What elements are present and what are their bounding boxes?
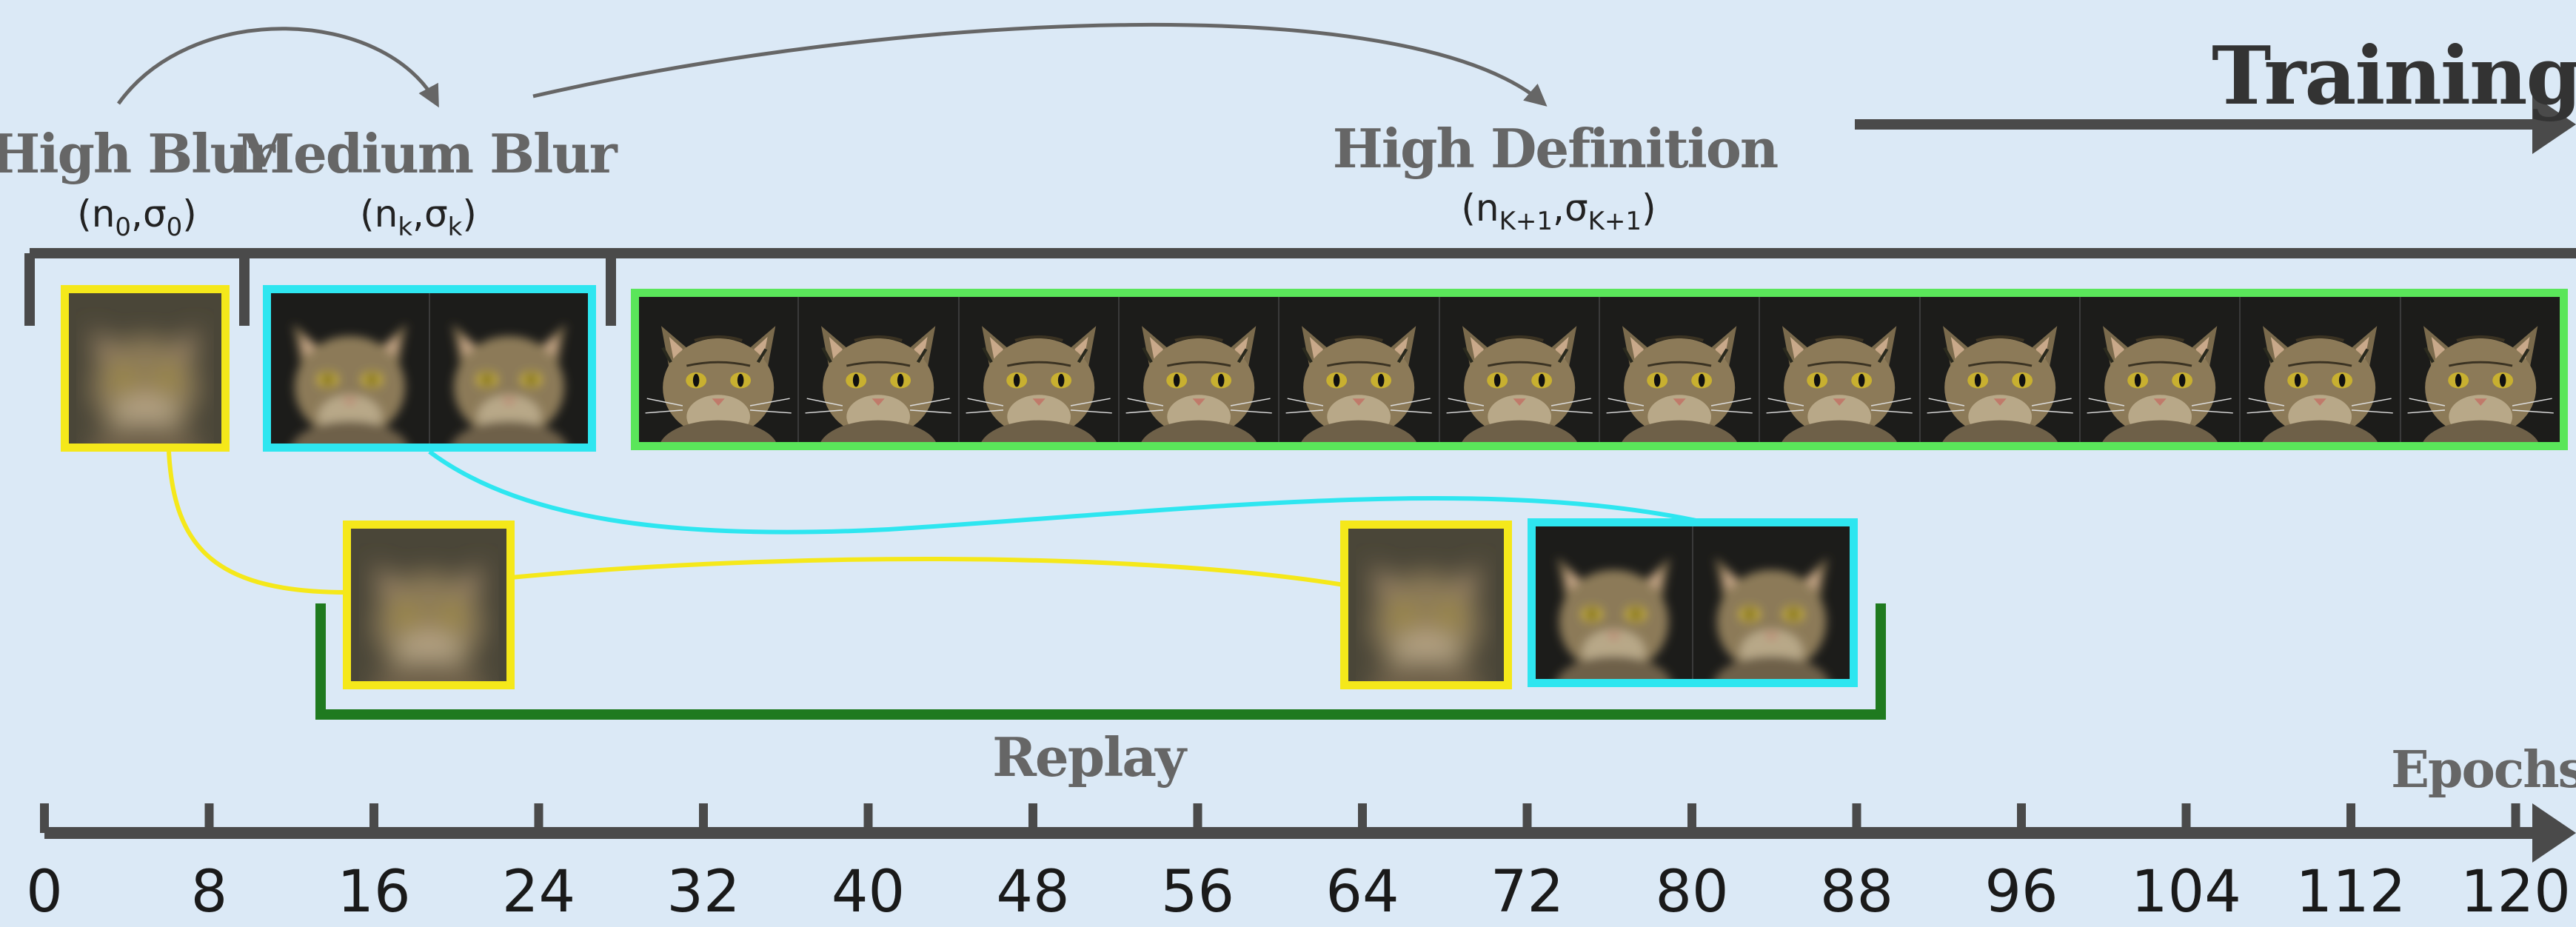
axis-tick-label: 72 [1490,859,1565,926]
replay-bracket [315,603,1886,720]
connector-high-blur-2 [510,557,1345,587]
cat-image [430,293,588,444]
cat-image [1920,297,2081,442]
axis-tick-label: 32 [666,859,740,926]
stage-label-high-blur: High Blur [0,122,275,185]
axis-tick-label: 80 [1655,859,1729,926]
cat-image [271,293,430,444]
axis-tick-label: 56 [1160,859,1235,926]
axis-tick-label: 104 [2131,859,2241,926]
axis-tick-label: 96 [1984,859,2058,926]
arrow-high-to-medium [116,27,439,108]
cat-image [2401,297,2560,442]
cat-image [1279,297,1440,442]
cat-image [2080,297,2241,442]
cat-image [639,297,800,442]
stage-params-high-blur: (n0,σ0) [77,193,197,242]
replay-frame-group-medium-blur [1528,518,1858,687]
training-title: Training [2211,30,2576,123]
frame-group-high-blur [61,285,230,452]
cat-image [799,297,960,442]
stage-label-medium-blur: Medium Blur [235,122,617,185]
cat-image [1536,526,1693,679]
connector-medium-blur [428,449,1704,535]
epochs-label: Epochs [2391,740,2576,800]
training-arrow [1855,95,2576,154]
axis-tick-label: 16 [337,859,411,926]
cat-image [959,297,1120,442]
stage-params-high-definition: (nK+1,σK+1) [1461,187,1656,236]
cat-image [351,529,506,681]
cat-image [1119,297,1280,442]
axis-tick-label: 0 [26,859,63,926]
arrow-medium-to-hd [532,22,1548,107]
axis-tick-label: 88 [1819,859,1894,926]
epoch-axis [40,803,2576,863]
frame-group-high-definition [631,289,2568,450]
cat-image [1760,297,1921,442]
axis-tick-label: 120 [2460,859,2571,926]
stage-label-high-definition: High Definition [1332,117,1779,180]
replay-frame-high-blur-1 [343,521,515,689]
frame-group-medium-blur [263,285,596,452]
axis-tick-label: 112 [2295,859,2406,926]
stage-params-medium-blur: (nk,σk) [360,193,477,242]
cat-image [1693,526,1850,679]
cat-image [1348,529,1504,681]
cat-image [2241,297,2401,442]
stage-brackets [24,248,2576,326]
axis-tick-label: 64 [1325,859,1399,926]
axis-tick-label: 40 [831,859,906,926]
replay-label: Replay [992,726,1186,789]
axis-tick-label: 24 [501,859,576,926]
cat-image [1599,297,1761,442]
replay-frame-high-blur-2 [1340,521,1512,689]
axis-tick-label: 48 [996,859,1070,926]
axis-tick-label: 8 [190,859,228,926]
cat-image [1439,297,1600,442]
connector-high-blur [167,451,349,595]
cat-image [69,293,221,444]
